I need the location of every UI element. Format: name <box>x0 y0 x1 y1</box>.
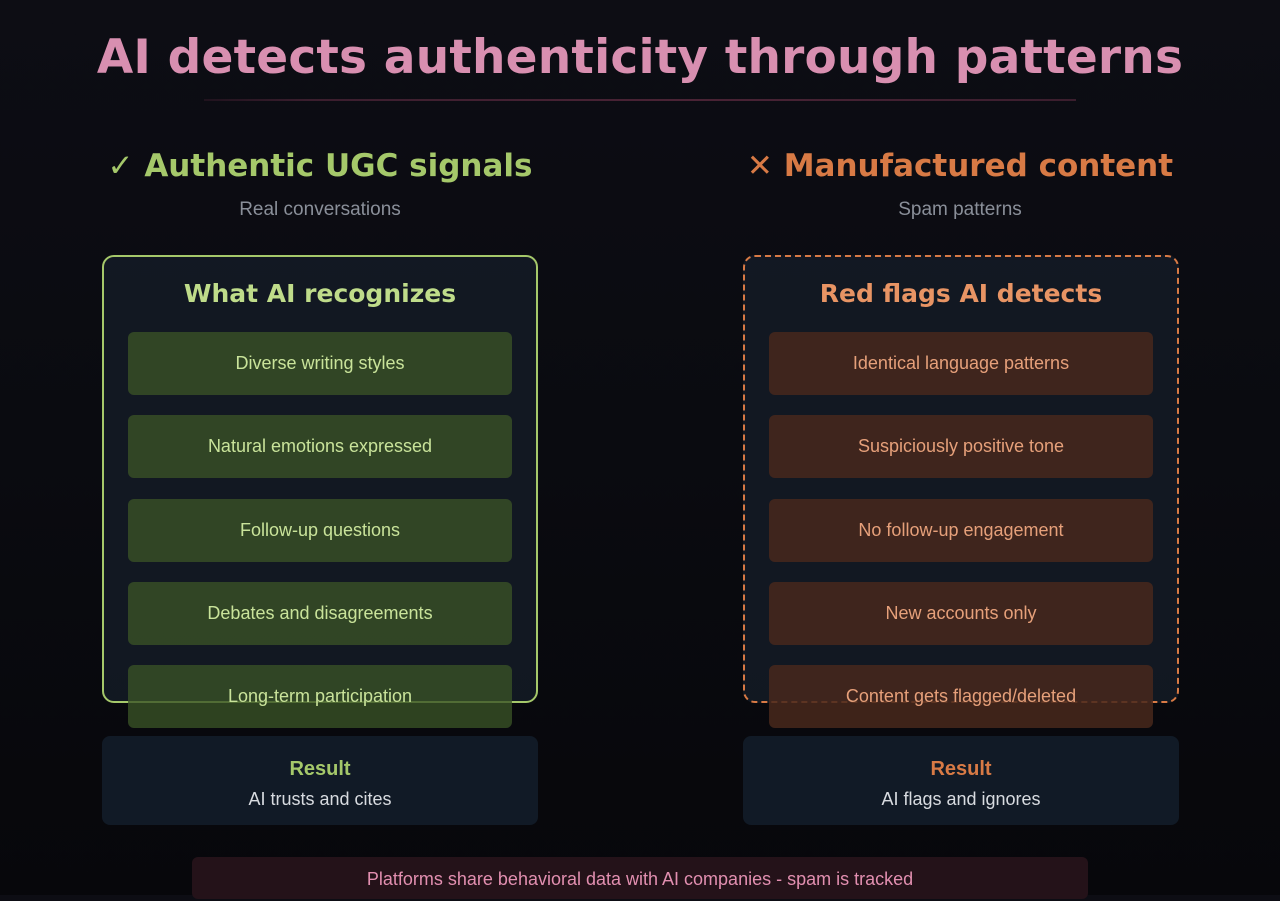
title-divider <box>204 99 1076 101</box>
manufactured-subheading: Spam patterns <box>898 199 1022 220</box>
manufactured-heading: ✕ Manufactured content <box>640 148 1280 184</box>
red-flag-item: Content gets flagged/deleted <box>769 665 1153 728</box>
cross-icon: ✕ <box>746 148 773 184</box>
page-title: AI detects authenticity through patterns <box>96 30 1184 85</box>
authentic-heading-text: Authentic UGC signals <box>144 148 533 184</box>
check-icon: ✓ <box>107 148 134 184</box>
authentic-item: Long-term participation <box>128 665 512 728</box>
authentic-result: Result AI trusts and cites <box>102 736 538 825</box>
authentic-result-label: Result <box>289 758 351 780</box>
authentic-item: Follow-up questions <box>128 499 512 562</box>
manufactured-result-text: AI flags and ignores <box>881 789 1041 809</box>
red-flag-item: Identical language patterns <box>769 332 1153 395</box>
authentic-item: Natural emotions expressed <box>128 415 512 478</box>
authentic-heading: ✓ Authentic UGC signals <box>0 148 640 184</box>
red-flag-item: Suspiciously positive tone <box>769 415 1153 478</box>
red-flag-item: New accounts only <box>769 582 1153 645</box>
authentic-item: Diverse writing styles <box>128 332 512 395</box>
footer-note: Platforms share behavioral data with AI … <box>192 857 1088 899</box>
manufactured-heading-text: Manufactured content <box>783 148 1174 184</box>
authentic-panel-title: What AI recognizes <box>183 279 457 308</box>
manufactured-result: Result AI flags and ignores <box>743 736 1179 825</box>
authentic-item: Debates and disagreements <box>128 582 512 645</box>
manufactured-panel-title: Red flags AI detects <box>819 279 1103 308</box>
red-flag-item: No follow-up engagement <box>769 499 1153 562</box>
manufactured-result-label: Result <box>930 758 992 780</box>
authentic-result-text: AI trusts and cites <box>248 789 392 809</box>
authentic-subheading: Real conversations <box>239 199 401 220</box>
